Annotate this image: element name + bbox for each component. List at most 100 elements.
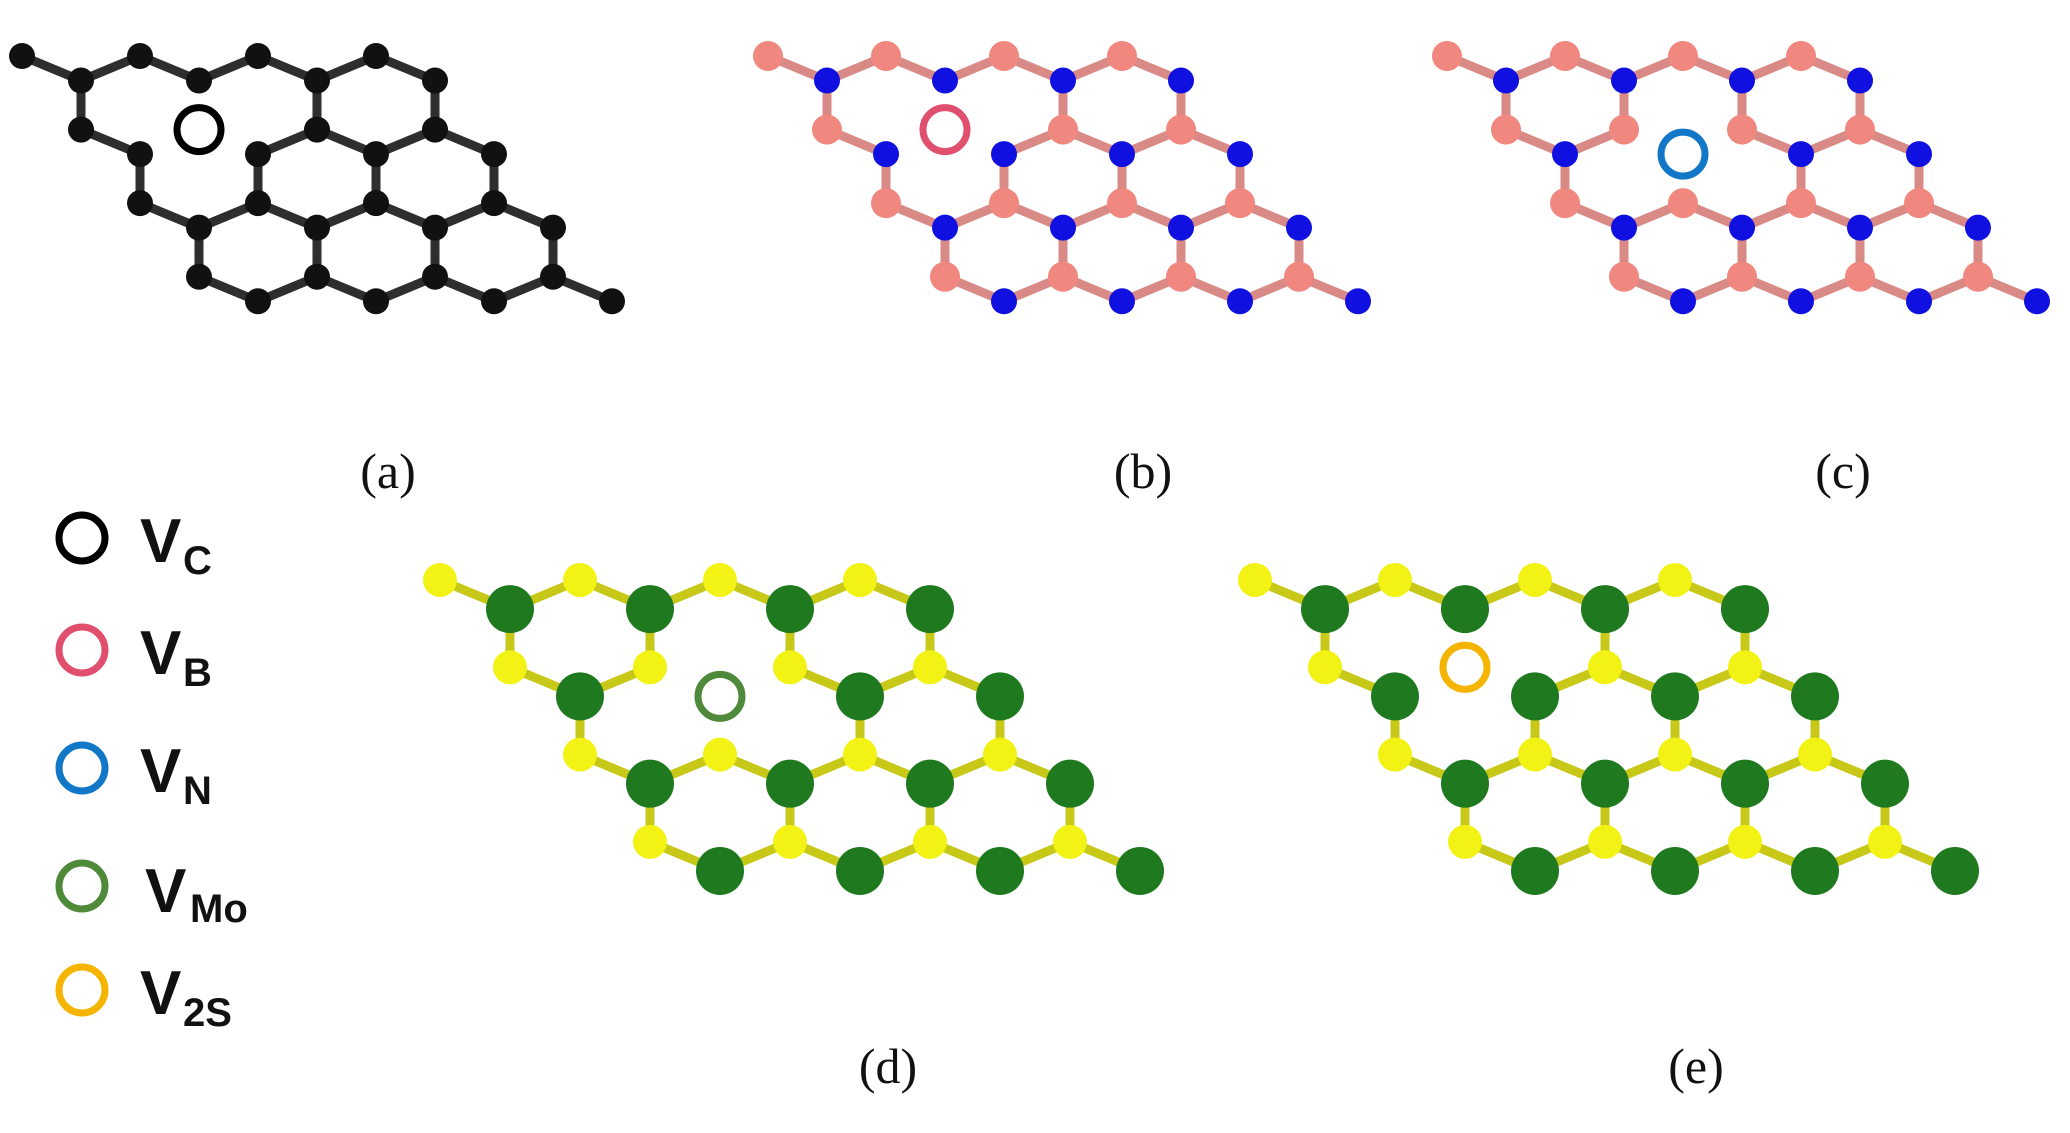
atom-a (1609, 261, 1639, 292)
atom-a (871, 41, 901, 71)
atom-b (556, 672, 604, 721)
atom-b (1493, 67, 1519, 94)
atom-a (1904, 188, 1934, 219)
atom-a (423, 563, 457, 597)
atom-b (1906, 141, 1932, 168)
atom-b (1721, 759, 1769, 808)
atom-a (186, 263, 212, 290)
atom-b (1791, 846, 1839, 895)
atom-b (68, 67, 94, 94)
atom-a (1845, 261, 1875, 292)
atom-b (599, 288, 625, 315)
atom-a (633, 824, 667, 859)
atom-b (486, 585, 534, 634)
legend-item-vmo: V Mo (55, 857, 248, 931)
lattice-d (423, 563, 1164, 895)
atom-a (1107, 188, 1137, 219)
atom-a (1491, 114, 1521, 145)
atom-a (1238, 563, 1272, 597)
atom-a (1658, 737, 1692, 772)
legend-main-vc: V (140, 507, 181, 576)
atom-a (1550, 188, 1580, 219)
atom-a (1550, 41, 1580, 71)
atom-a (1432, 41, 1462, 71)
atom-a (1727, 114, 1757, 145)
legend-item-vn: V N (55, 737, 212, 813)
lattice-b (753, 41, 1371, 315)
atom-a (1518, 563, 1552, 597)
atom-b (976, 846, 1024, 895)
atom-b (1847, 214, 1873, 241)
atom-b (1227, 141, 1253, 168)
legend-main-vmo: V (145, 857, 186, 926)
legend-ring-vn (55, 741, 109, 795)
atom-a (493, 650, 527, 685)
atom-b (1847, 67, 1873, 94)
atom-b (1046, 759, 1094, 808)
atom-a (703, 563, 737, 597)
atom-a (1518, 737, 1552, 772)
atom-b (1109, 141, 1135, 168)
legend-sub-vmo: Mo (190, 887, 248, 931)
atom-b (127, 141, 153, 168)
atom-a (633, 650, 667, 685)
lattice-panels (9, 41, 2050, 895)
atom-b (836, 672, 884, 721)
atom-a (363, 43, 389, 69)
atom-b (1788, 288, 1814, 315)
panel-label-b: (b) (1114, 443, 1172, 499)
atom-b (1861, 759, 1909, 808)
atom-b (1581, 759, 1629, 808)
atom-b (2024, 288, 2050, 315)
atom-a (1378, 737, 1412, 772)
atom-b (1729, 214, 1755, 241)
atom-b (1670, 288, 1696, 315)
atom-b (422, 67, 448, 94)
legend-main-v2s: V (140, 959, 181, 1028)
atom-a (1868, 824, 1902, 859)
atom-b (245, 288, 271, 315)
atom-a (1668, 188, 1698, 219)
atom-a (753, 41, 783, 71)
atom-b (1371, 672, 1419, 721)
atom-a (245, 190, 271, 217)
atom-b (422, 214, 448, 241)
atom-b (1651, 846, 1699, 895)
legend: V C V B V N V Mo V 2S (55, 507, 248, 1035)
atom-b (906, 759, 954, 808)
atom-b (481, 288, 507, 315)
atom-a (1048, 114, 1078, 145)
atom-b (186, 214, 212, 241)
atom-a (481, 190, 507, 217)
atom-a (1166, 261, 1196, 292)
atom-a (304, 263, 330, 290)
atom-b (626, 759, 674, 808)
panel-label-e: (e) (1668, 1038, 1724, 1094)
atom-a (245, 43, 271, 69)
legend-sub-vb: B (183, 651, 212, 695)
atom-a (930, 261, 960, 292)
legend-item-vb: V B (55, 619, 212, 695)
atom-b (1788, 141, 1814, 168)
legend-sub-v2s: 2S (183, 991, 232, 1035)
atom-b (363, 288, 389, 315)
atom-a (1588, 650, 1622, 685)
atom-b (1227, 288, 1253, 315)
legend-ring-vmo (55, 859, 109, 913)
atom-a (989, 41, 1019, 71)
vacancy-ring-b (919, 104, 971, 156)
atom-a (422, 263, 448, 290)
atom-a (1845, 114, 1875, 145)
vacancy-ring-e (1439, 641, 1491, 693)
atom-b (304, 67, 330, 94)
atom-b (1931, 846, 1979, 895)
atom-a (1053, 824, 1087, 859)
legend-item-vc: V C (55, 507, 212, 583)
atom-b (304, 214, 330, 241)
atom-a (1727, 261, 1757, 292)
atom-b (540, 214, 566, 241)
legend-ring-vc (55, 511, 109, 565)
legend-main-vn: V (140, 737, 181, 806)
atom-a (1798, 737, 1832, 772)
atom-b (696, 846, 744, 895)
